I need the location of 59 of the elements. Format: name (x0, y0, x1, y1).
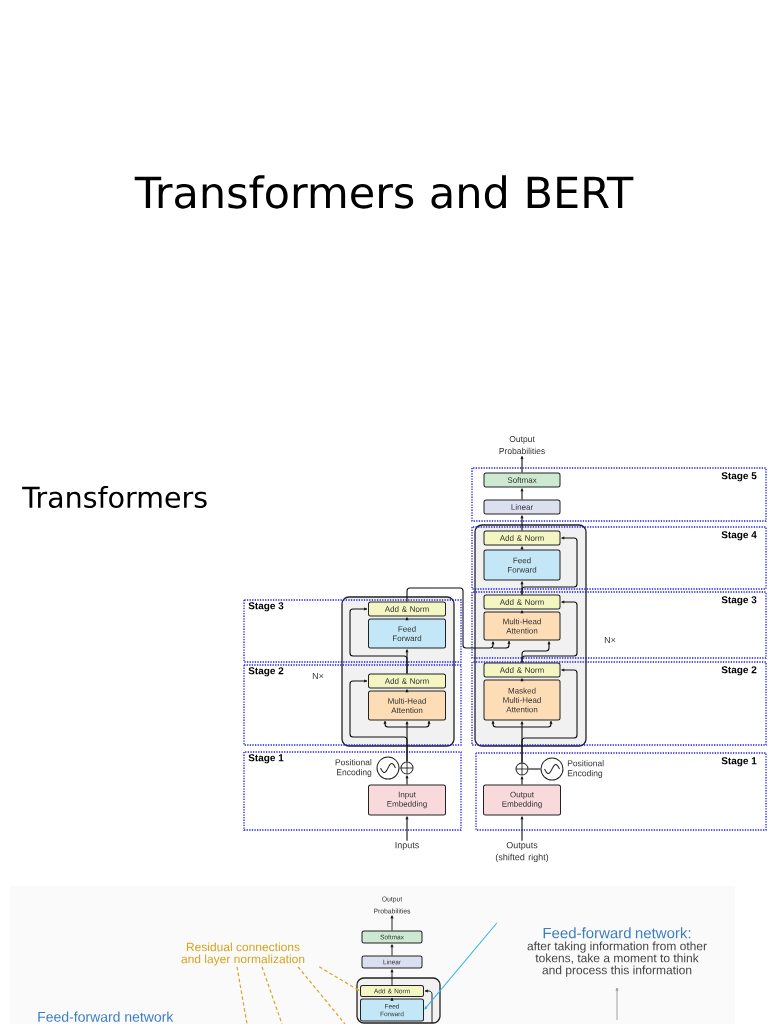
arrow (520, 678, 524, 682)
connector-line (398, 767, 402, 769)
annotation-text: Residual connections and layer normalization (181, 942, 305, 966)
arrow (390, 997, 394, 1002)
layer-box: Feed Forward (483, 549, 561, 581)
arrow (390, 969, 394, 986)
layer-box: Linear (483, 499, 561, 515)
leader-line (261, 966, 283, 1024)
layer-box: Add & Norm (483, 594, 561, 610)
side-label: Positional Encoding (335, 759, 372, 777)
arrow (520, 610, 524, 614)
layer-box: Multi-Head Attention (483, 611, 561, 641)
arrow (520, 816, 524, 842)
annotation-text: Feed-forward network: after taking information from other tokens, take a moment to think and process this information (527, 927, 707, 977)
arrow (521, 668, 578, 764)
arrow (520, 546, 524, 551)
io-label: Outputs (shifted right) (495, 841, 549, 863)
annotation-text: Feed-forward network (38, 1011, 174, 1022)
side-label: Positional Encoding (567, 760, 604, 778)
arrow (405, 689, 409, 693)
layer-box: Input Embedding (368, 784, 446, 816)
arrow (520, 488, 524, 501)
leader-line (236, 966, 248, 1024)
leader-line (424, 922, 498, 1010)
arrow (405, 816, 409, 842)
arrow (405, 617, 409, 621)
io-label: Inputs (395, 842, 419, 851)
side-label: N× (604, 636, 616, 644)
arrow (349, 607, 408, 675)
arrow (520, 776, 524, 786)
layer-box: Add & Norm (368, 601, 446, 617)
leader-line (297, 966, 346, 1024)
io-label: Output Probabilities (499, 436, 545, 454)
heading-text: Transformers (22, 486, 207, 509)
layer-box: Masked Multi-Head Attention (483, 679, 561, 721)
arrow (406, 587, 511, 649)
layer-box: Softmax (483, 472, 561, 488)
arrow (615, 987, 619, 1021)
arrow (520, 455, 524, 474)
arrow (349, 679, 408, 763)
side-label: N× (312, 672, 324, 680)
arrow (521, 536, 578, 596)
arrow (424, 989, 433, 1024)
layer-box: Add & Norm (483, 662, 561, 678)
layer-box: Feed Forward (368, 618, 446, 649)
title: Transformers and BERT (134, 175, 634, 209)
layer-box: Output Embedding (483, 784, 561, 816)
layer-box: Add & Norm (483, 530, 561, 546)
leader-line (318, 966, 360, 991)
add-circle (515, 762, 529, 776)
arrow (405, 775, 409, 786)
layer-box: Add & Norm (368, 673, 446, 689)
arrow (520, 515, 524, 532)
add-circle (400, 761, 414, 775)
arrow (521, 600, 578, 664)
layer-box: Multi-Head Attention (368, 690, 446, 721)
arrow (390, 915, 394, 931)
arrow (390, 944, 394, 956)
connector-line (527, 768, 542, 770)
